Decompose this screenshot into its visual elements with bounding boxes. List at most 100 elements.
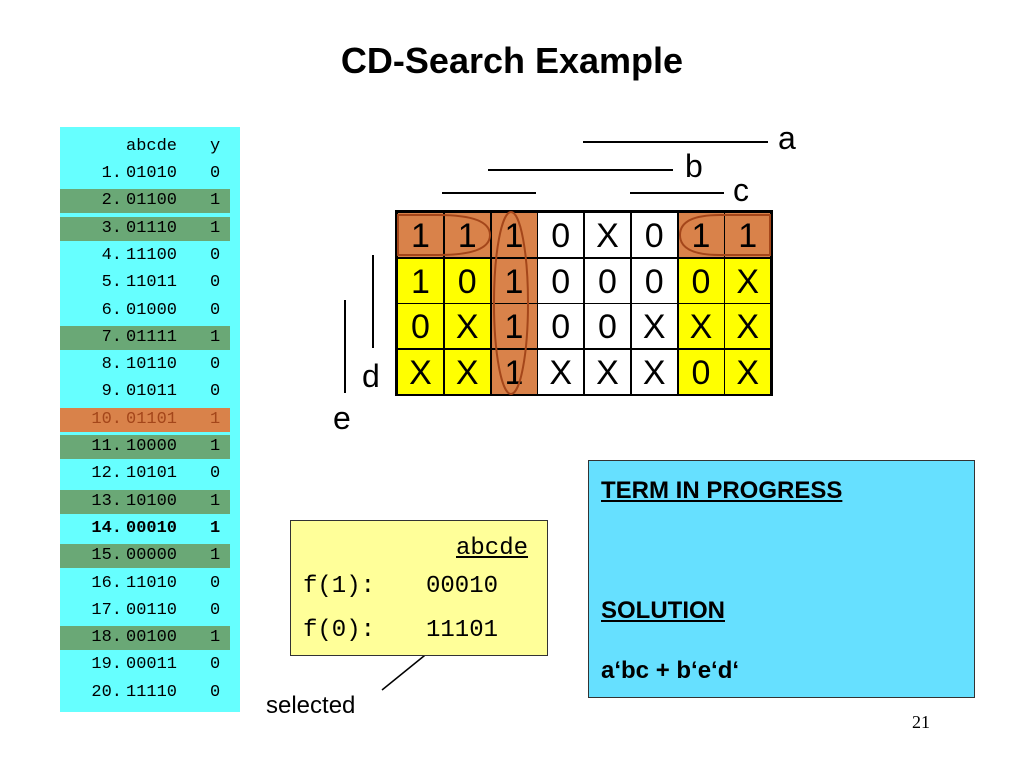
row-output: 1 xyxy=(210,437,221,456)
var-e-label: e xyxy=(333,400,351,436)
row-bits: 10110 xyxy=(126,355,178,375)
row-bits: 01000 xyxy=(126,300,178,320)
row-bits: 11100 xyxy=(126,245,178,265)
var-e-line xyxy=(344,300,346,393)
var-d-line xyxy=(372,255,374,348)
f1-label: f(1): xyxy=(303,573,376,600)
kmap-cell: X xyxy=(724,303,772,349)
kmap-cell: 0 xyxy=(537,212,585,258)
kmap-cell: X xyxy=(397,348,444,395)
solution-label: SOLUTION xyxy=(601,597,725,624)
kmap-cell: X xyxy=(584,348,631,395)
kmap-cell: 1 xyxy=(443,212,491,258)
truth-table-row: 3.01110 1 xyxy=(60,216,230,241)
row-index: 17. xyxy=(91,600,122,620)
row-index: 5. xyxy=(101,273,122,293)
row-index: 20. xyxy=(91,682,122,702)
header-bits: abcde xyxy=(126,137,178,156)
row-index: 16. xyxy=(91,573,122,593)
row-bits: 10101 xyxy=(126,464,178,484)
row-output: 1 xyxy=(210,491,221,511)
row-index: 19. xyxy=(91,655,122,675)
kmap-cell: 1 xyxy=(397,257,444,304)
term-heading: TERM IN PROGRESS xyxy=(601,477,843,504)
row-index: 14. xyxy=(91,518,122,538)
row-bits: 01100 xyxy=(126,191,178,211)
kmap-cell: X xyxy=(724,348,772,395)
row-bits: 10100 xyxy=(126,491,178,511)
kmap-cell: 1 xyxy=(490,348,538,395)
row-output: 0 xyxy=(210,382,221,402)
row-bits: 00000 xyxy=(126,546,178,566)
row-index: 8. xyxy=(101,355,122,375)
row-bits: 00110 xyxy=(126,600,178,620)
kmap-cell: X xyxy=(443,303,491,349)
row-bits: 01111 xyxy=(126,327,178,347)
row-index: 12. xyxy=(91,464,122,484)
kmap-cell: 1 xyxy=(490,257,538,304)
kmap-cell: 0 xyxy=(584,257,631,304)
row-output: 0 xyxy=(210,573,221,593)
row-output: 0 xyxy=(210,273,221,293)
row-output: 1 xyxy=(210,218,221,238)
kmap-cell: 1 xyxy=(677,212,725,258)
kmap-cell: 0 xyxy=(630,257,678,304)
kmap-cell: 0 xyxy=(397,303,444,349)
row-output: 0 xyxy=(210,655,221,675)
row-output: 0 xyxy=(210,682,221,702)
kmap-cell: X xyxy=(724,257,772,304)
row-bits: 01011 xyxy=(126,382,178,402)
row-bits: 11110 xyxy=(126,682,178,702)
kmap-cell: 0 xyxy=(537,257,585,304)
row-index: 1. xyxy=(101,164,122,183)
var-b-label: b xyxy=(685,148,703,184)
row-bits: 00010 xyxy=(126,518,178,538)
var-a-label: a xyxy=(778,120,796,156)
row-output: 0 xyxy=(210,300,221,320)
var-c-line-left xyxy=(442,192,536,194)
kmap-cell: 1 xyxy=(724,212,772,258)
f-values-box: abcde f(1): 00010 f(0): 11101 xyxy=(290,520,548,656)
kmap-cell: 1 xyxy=(490,303,538,349)
truth-table-row: 6.01000 0 xyxy=(60,299,240,323)
term-box: TERM IN PROGRESS SOLUTION a‘bc + b‘e‘d‘ xyxy=(588,460,975,698)
row-output: 0 xyxy=(210,164,221,183)
slide-title: CD-Search Example xyxy=(340,40,684,81)
var-b-line xyxy=(488,169,673,171)
truth-table-row: 17.00110 0 xyxy=(60,599,240,623)
kmap-cell: 1 xyxy=(397,212,444,258)
row-output: 0 xyxy=(210,600,221,620)
row-bits: 01101 xyxy=(126,409,178,429)
row-index: 6. xyxy=(101,300,122,320)
row-output: 1 xyxy=(210,628,221,648)
f-header: abcde xyxy=(456,535,529,562)
truth-table-row: 19.00011 0 xyxy=(60,653,240,677)
f0-label: f(0): xyxy=(303,617,376,644)
solution-expression: a‘bc + b‘e‘d‘ xyxy=(601,657,740,684)
var-a-line xyxy=(583,141,768,143)
row-bits: 01110 xyxy=(126,218,178,238)
row-bits: 00011 xyxy=(126,655,178,675)
page-number: 21 xyxy=(912,712,930,732)
row-index: 3. xyxy=(101,218,122,238)
row-output: 1 xyxy=(210,546,221,566)
row-output: 0 xyxy=(210,245,221,265)
row-index: 10. xyxy=(91,409,122,429)
kmap-cell: 0 xyxy=(630,212,678,258)
f1-value: 00010 xyxy=(426,573,499,600)
kmap-cell: X xyxy=(584,212,631,258)
header-y: y xyxy=(210,137,221,156)
row-bits: 10000 xyxy=(126,437,178,456)
kmap-cell: 0 xyxy=(677,348,725,395)
